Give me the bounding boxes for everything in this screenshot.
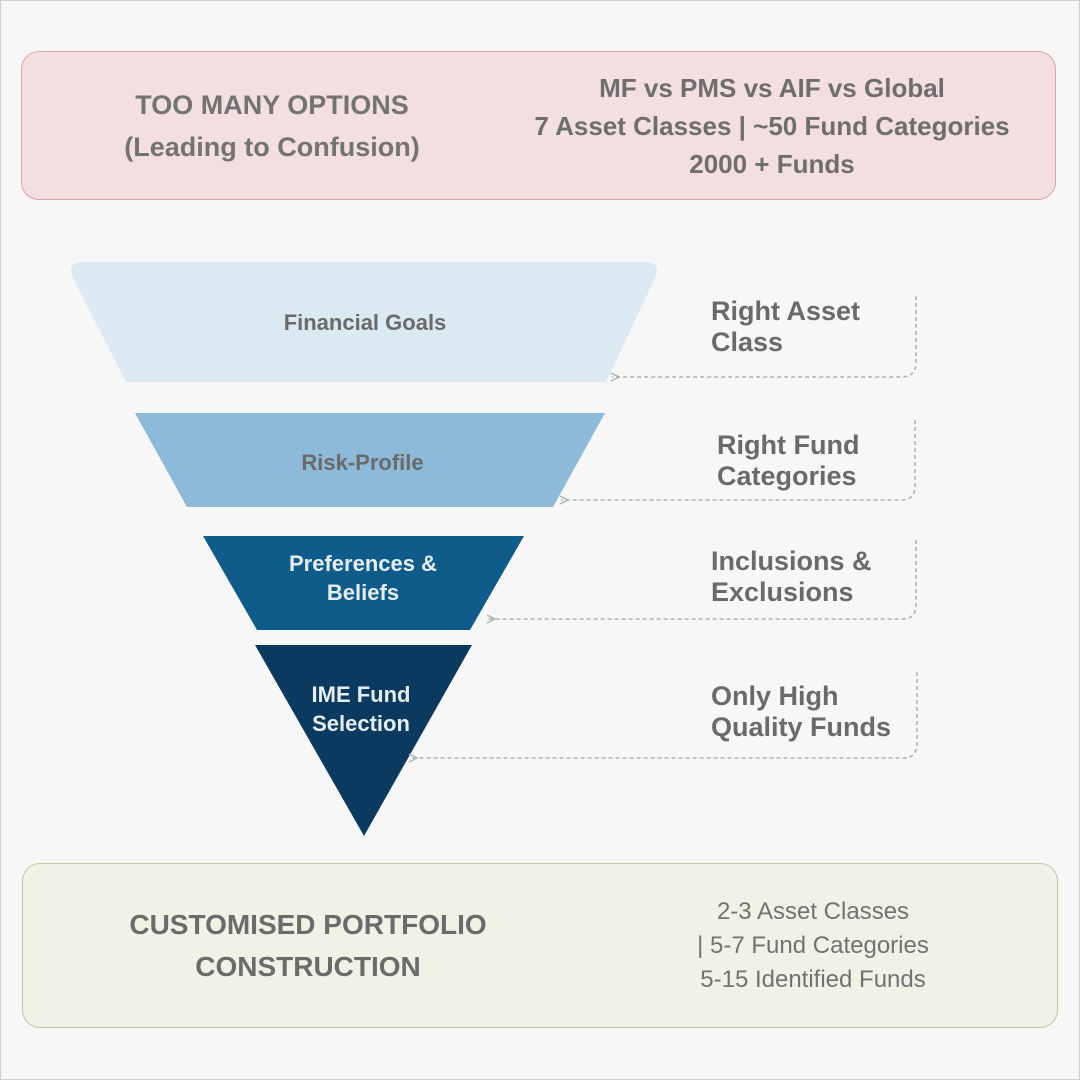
too-many-options-title-line2: (Leading to Confusion) — [124, 131, 420, 162]
side-label-2-line1: Right Fund — [717, 430, 860, 460]
options-detail-line3: 2000 + Funds — [689, 148, 855, 179]
side-label-4-line1: Only High — [711, 681, 839, 711]
portfolio-detail-line2: | 5-7 Fund Categories — [697, 931, 929, 959]
side-label-inclusions-exclusions: Inclusions & Exclusions — [711, 546, 872, 608]
funnel-level-financial-goals — [71, 262, 657, 382]
funnel-label-3-line1: Preferences & — [289, 551, 437, 576]
connector-arrow-2 — [561, 420, 916, 500]
side-label-1-line1: Right Asset — [711, 296, 861, 326]
side-label-2-line2: Categories — [717, 461, 857, 491]
funnel-label-4-line2: Selection — [312, 711, 410, 736]
connector-arrow-4 — [410, 672, 918, 758]
too-many-options-title: TOO MANY OPTIONS (Leading to Confusion) — [62, 52, 482, 199]
too-many-options-box: TOO MANY OPTIONS (Leading to Confusion) … — [21, 51, 1056, 200]
side-label-4-line2: Quality Funds — [711, 712, 892, 742]
funnel-level-risk-profile — [135, 413, 605, 507]
connector-arrow-3 — [488, 540, 917, 619]
funnel-label-3-line2: Beliefs — [326, 580, 400, 605]
funnel-level-preferences-beliefs — [203, 536, 524, 630]
side-label-1-line2: Class — [711, 327, 784, 357]
customised-portfolio-detail: 2-3 Asset Classes | 5-7 Fund Categories … — [583, 864, 1043, 1027]
too-many-options-detail: MF vs PMS vs AIF vs Global 7 Asset Class… — [492, 52, 1052, 199]
funnel-label-preferences-beliefs: Preferences & Beliefs — [222, 548, 504, 608]
funnel-label-4-line1: IME Fund — [311, 682, 411, 707]
portfolio-detail-line3: 5-15 Identified Funds — [700, 965, 926, 993]
customised-portfolio-title-line1: CUSTOMISED PORTFOLIO — [129, 908, 487, 940]
funnel-label-risk-profile: Risk-Profile — [190, 442, 535, 482]
options-detail-line2: 7 Asset Classes | ~50 Fund Categories — [534, 110, 1010, 141]
customised-portfolio-box: CUSTOMISED PORTFOLIO CONSTRUCTION 2-3 As… — [22, 863, 1058, 1028]
funnel-label-2-line1: Risk-Profile — [301, 449, 424, 475]
side-label-3-line1: Inclusions & — [711, 546, 872, 576]
options-detail-line1: MF vs PMS vs AIF vs Global — [599, 72, 945, 103]
side-label-right-asset-class: Right Asset Class — [711, 296, 860, 358]
too-many-options-title-line1: TOO MANY OPTIONS — [135, 89, 409, 120]
connector-arrow-1 — [612, 296, 917, 377]
side-label-only-high-quality-funds: Only High Quality Funds — [711, 681, 891, 743]
funnel-level-ime-fund-selection — [255, 645, 472, 836]
customised-portfolio-title: CUSTOMISED PORTFOLIO CONSTRUCTION — [83, 864, 533, 1027]
portfolio-detail-line1: 2-3 Asset Classes — [716, 897, 910, 925]
funnel-label-1-line1: Financial Goals — [283, 309, 447, 335]
funnel-label-ime-fund-selection: IME Fund Selection — [262, 679, 460, 739]
side-label-right-fund-categories: Right Fund Categories — [717, 430, 859, 492]
customised-portfolio-title-line2: CONSTRUCTION — [195, 950, 421, 982]
side-label-3-line2: Exclusions — [711, 577, 854, 607]
funnel-label-financial-goals: Financial Goals — [140, 302, 590, 342]
